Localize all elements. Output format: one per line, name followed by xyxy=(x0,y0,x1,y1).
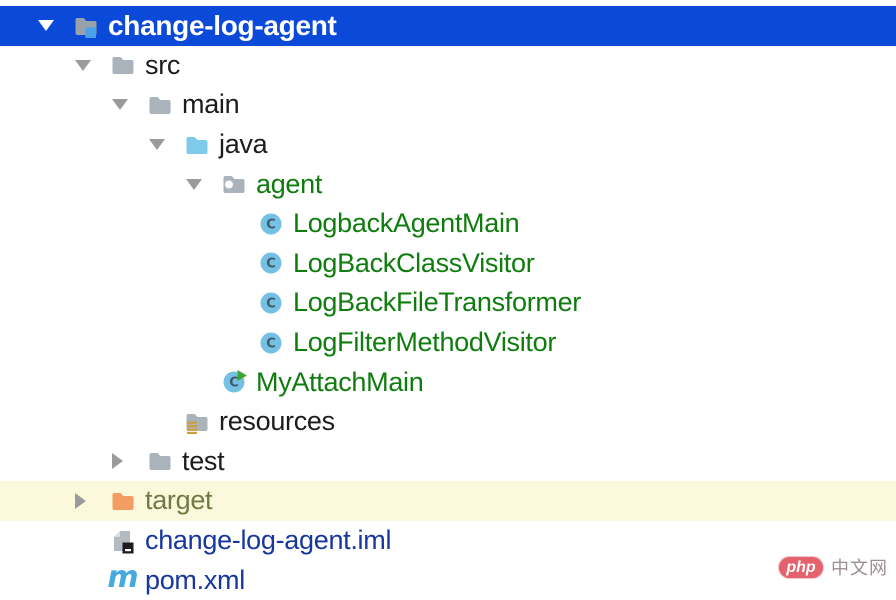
tree-row-change-log-agent-iml[interactable]: change-log-agent.iml xyxy=(0,521,896,561)
tree-row-logbackclassvisitor[interactable]: C LogBackClassVisitor xyxy=(0,244,896,284)
iml-file-icon xyxy=(110,528,136,554)
tree-item-label: target xyxy=(145,485,213,516)
watermark-label: 中文网 xyxy=(831,558,888,578)
tree-item-label: LogBackFileTransformer xyxy=(293,287,582,318)
svg-text:C: C xyxy=(266,336,276,351)
class-icon: C xyxy=(258,211,284,237)
tree-item-label: change-log-agent xyxy=(108,9,337,41)
php-cn-watermark: php 中文网 xyxy=(778,554,888,580)
tree-row-logfiltermethodvisitor[interactable]: C LogFilterMethodVisitor xyxy=(0,323,896,363)
class-run-icon: C xyxy=(221,369,247,395)
tree-item-label: java xyxy=(219,129,268,160)
chevron-down-icon[interactable] xyxy=(73,59,110,71)
package-icon xyxy=(221,171,247,197)
project-folder-icon xyxy=(73,13,99,39)
tree-row-test[interactable]: test xyxy=(0,442,896,482)
tree-item-label: pom.xml xyxy=(145,564,245,595)
svg-text:C: C xyxy=(266,217,276,232)
folder-icon xyxy=(147,92,173,118)
svg-text:C: C xyxy=(229,376,239,391)
folder-icon xyxy=(110,52,136,78)
tree-item-label: change-log-agent.iml xyxy=(145,525,392,556)
tree-row-main[interactable]: main xyxy=(0,85,896,125)
tree-row-logbackagentmain[interactable]: C LogbackAgentMain xyxy=(0,204,896,244)
chevron-right-icon[interactable] xyxy=(73,492,110,509)
class-icon: C xyxy=(258,250,284,276)
tree-row-myattachmain[interactable]: C MyAttachMain xyxy=(0,362,896,402)
folder-excluded-icon xyxy=(110,488,136,514)
tree-row-target[interactable]: target xyxy=(0,481,896,521)
tree-item-label: main xyxy=(182,89,240,120)
php-logo-badge: php xyxy=(778,555,824,579)
svg-text:C: C xyxy=(266,257,276,272)
tree-item-label: resources xyxy=(219,406,335,437)
chevron-down-icon[interactable] xyxy=(36,20,73,32)
folder-resources-icon xyxy=(184,409,210,435)
maven-icon: m xyxy=(107,560,139,596)
tree-item-label: MyAttachMain xyxy=(256,366,424,397)
svg-text:C: C xyxy=(266,296,276,311)
tree-row-java[interactable]: java xyxy=(0,125,896,165)
tree-item-label: LogbackAgentMain xyxy=(293,208,520,239)
class-icon: C xyxy=(258,330,284,356)
tree-row-change-log-agent[interactable]: change-log-agent xyxy=(0,6,896,46)
chevron-right-icon[interactable] xyxy=(110,453,147,470)
chevron-down-icon[interactable] xyxy=(147,139,184,151)
tree-item-label: src xyxy=(145,49,181,80)
folder-sources-icon xyxy=(184,132,210,158)
tree-item-label: agent xyxy=(256,168,323,199)
maven-icon: m xyxy=(107,560,139,596)
tree-row-agent[interactable]: agent xyxy=(0,164,896,204)
tree-row-src[interactable]: src xyxy=(0,46,896,86)
chevron-down-icon[interactable] xyxy=(184,178,221,190)
tree-item-label: test xyxy=(182,445,225,476)
tree-item-label: LogFilterMethodVisitor xyxy=(293,327,557,358)
class-icon: C xyxy=(258,290,284,316)
tree-item-label: LogBackClassVisitor xyxy=(293,247,535,278)
folder-icon xyxy=(147,448,173,474)
chevron-down-icon[interactable] xyxy=(110,99,147,111)
tree-row-logbackfiletransformer[interactable]: C LogBackFileTransformer xyxy=(0,283,896,323)
tree-row-resources[interactable]: resources xyxy=(0,402,896,442)
